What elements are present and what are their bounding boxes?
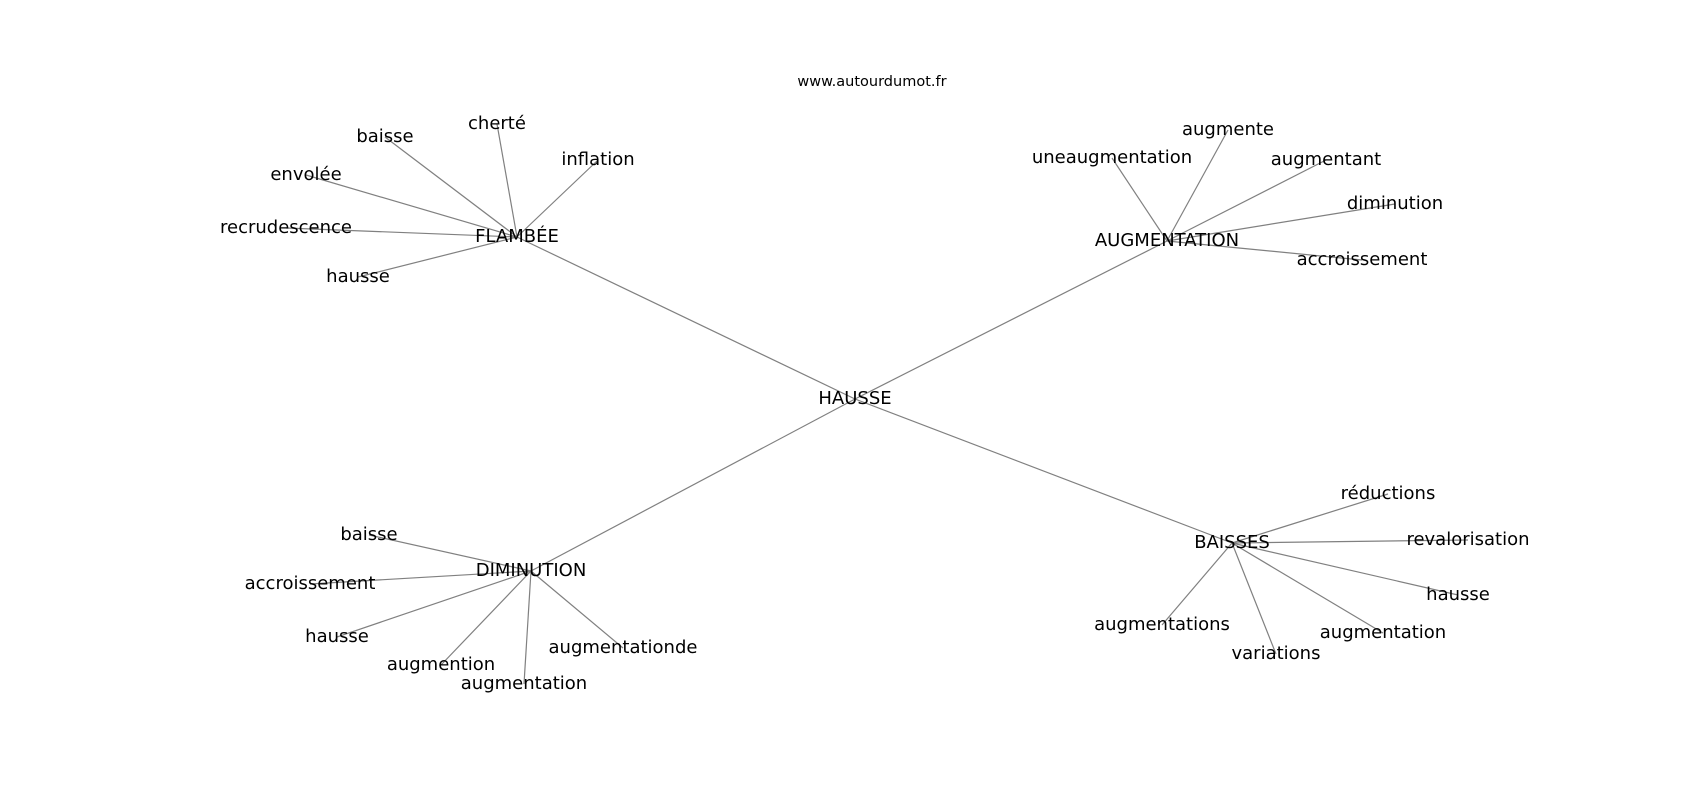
word-node-label[interactable]: recrudescence — [220, 217, 352, 238]
word-node-label[interactable]: augmentation — [461, 673, 587, 694]
word-edge — [523, 570, 532, 685]
word-edge — [1231, 539, 1469, 544]
word-node-label[interactable]: augmentations — [1094, 614, 1230, 635]
hub-node-label[interactable]: AUGMENTATION — [1095, 230, 1239, 251]
graph-edges — [285, 123, 1469, 685]
word-edge — [1231, 542, 1384, 634]
word-edge — [305, 174, 518, 238]
hub-edge — [854, 398, 1233, 544]
word-edge — [368, 534, 532, 572]
word-edge — [357, 236, 518, 278]
hub-edge — [530, 398, 856, 572]
word-edge — [1161, 542, 1233, 626]
word-edge — [496, 123, 518, 238]
word-node-label[interactable]: inflation — [561, 149, 634, 170]
hub-edge — [854, 240, 1168, 400]
word-edge — [1231, 542, 1459, 596]
word-node-label[interactable]: variations — [1232, 643, 1321, 664]
word-edge — [516, 159, 599, 238]
center-node-label[interactable]: HAUSSE — [818, 388, 891, 409]
word-edge — [1166, 240, 1363, 261]
word-edge — [1166, 129, 1229, 242]
hub-node-label[interactable]: FLAMBÉE — [475, 225, 559, 247]
word-node-label[interactable]: augmentation — [1320, 622, 1446, 643]
word-edge — [309, 570, 532, 585]
word-node-label[interactable]: baisse — [356, 126, 413, 147]
word-node-label[interactable]: augmention — [387, 654, 495, 675]
word-node-label[interactable]: uneaugmentation — [1032, 147, 1192, 168]
word-node-label[interactable]: hausse — [326, 266, 390, 287]
word-node-label[interactable]: augmentant — [1271, 149, 1381, 170]
word-edge — [1166, 159, 1327, 242]
word-edge — [1231, 542, 1277, 655]
word-node-label[interactable]: cherté — [468, 113, 526, 134]
source-label[interactable]: www.autourdumot.fr — [797, 74, 946, 90]
word-edge — [384, 136, 518, 238]
word-node-label[interactable]: diminution — [1347, 193, 1443, 214]
word-edge — [530, 570, 624, 649]
word-edge — [1111, 157, 1168, 242]
word-node-label[interactable]: augmentationde — [549, 637, 698, 658]
word-node-label[interactable]: réductions — [1341, 483, 1436, 504]
word-node-label[interactable]: revalorisation — [1406, 529, 1529, 550]
word-node-label[interactable]: augmente — [1182, 119, 1274, 140]
word-node-label[interactable]: baisse — [340, 524, 397, 545]
word-node-label[interactable]: accroissement — [1297, 249, 1428, 270]
word-node-label[interactable]: hausse — [1426, 584, 1490, 605]
word-node-label[interactable]: envolée — [270, 164, 341, 185]
word-edge — [336, 570, 532, 638]
word-edge — [1231, 493, 1389, 544]
word-node-label[interactable]: hausse — [305, 626, 369, 647]
hub-node-label[interactable]: BAISSES — [1194, 532, 1270, 553]
word-node-label[interactable]: accroissement — [245, 573, 376, 594]
word-edge — [440, 570, 532, 666]
graph-labels: www.autourdumot.fr HAUSSE inflation chert… — [220, 74, 1530, 694]
word-edge — [1166, 203, 1396, 242]
hub-node-label[interactable]: DIMINUTION — [476, 560, 587, 581]
word-edge — [285, 227, 518, 238]
hub-edge — [516, 236, 856, 400]
